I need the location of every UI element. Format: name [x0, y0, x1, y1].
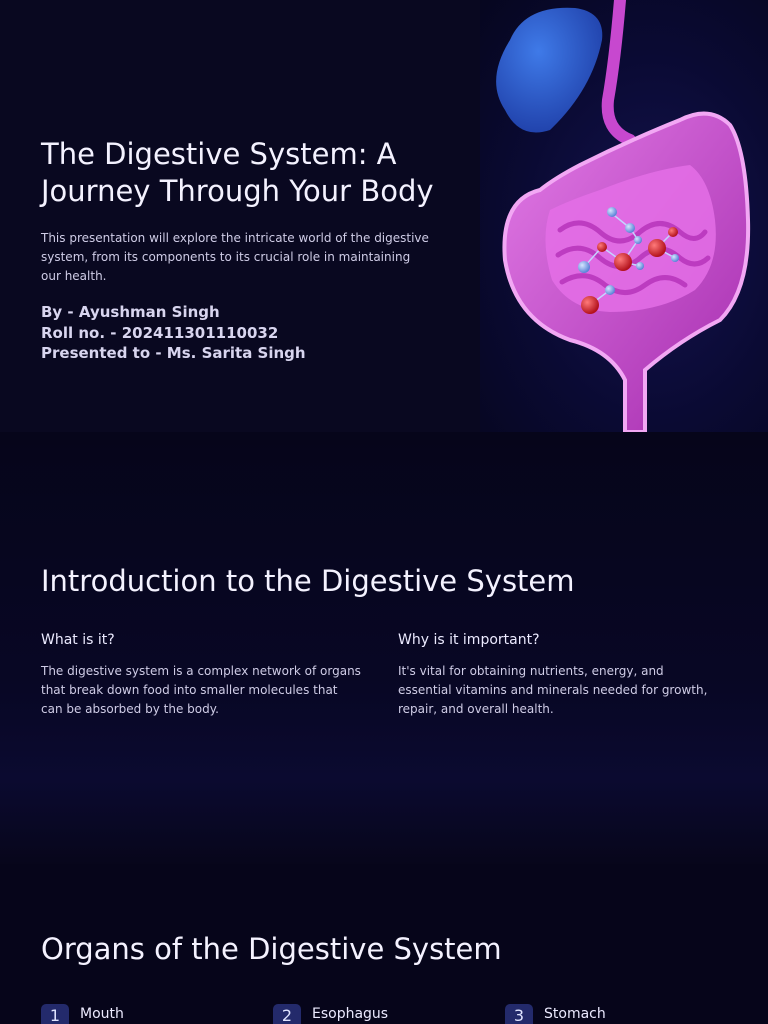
number-badge: 2: [273, 1004, 301, 1024]
organs-title: Organs of the Digestive System: [41, 932, 502, 966]
author-name: By - Ayushman Singh: [41, 303, 220, 321]
column-text: It's vital for obtaining nutrients, ener…: [398, 664, 708, 716]
organ-label: Stomach: [544, 1006, 606, 1022]
digestive-system-illustration: [480, 0, 768, 432]
title-slide: The Digestive System: A Journey Through …: [0, 0, 768, 432]
number-badge: 1: [41, 1004, 69, 1024]
organs-slide: Organs of the Digestive System 1 Mouth 2…: [0, 864, 768, 1024]
column-heading: What is it?: [41, 632, 115, 648]
organ-label: Esophagus: [312, 1006, 389, 1022]
presentation-description: This presentation will explore the intri…: [41, 231, 429, 283]
organ-label: Mouth: [80, 1006, 124, 1022]
intro-slide: Introduction to the Digestive System Wha…: [0, 432, 768, 864]
presentation-title: The Digestive System: A Journey Through …: [41, 137, 434, 208]
credits: By - Ayushman Singh Roll no. - 202411301…: [41, 302, 306, 364]
column-text: The digestive system is a complex networ…: [41, 664, 361, 716]
why-important-column: Why is it important? It's vital for obta…: [398, 632, 718, 719]
intro-title: Introduction to the Digestive System: [41, 564, 575, 598]
what-is-it-column: What is it? The digestive system is a co…: [41, 632, 361, 719]
column-heading: Why is it important?: [398, 632, 540, 648]
digestive-system-icon: [496, 0, 751, 432]
number-badge: 3: [505, 1004, 533, 1024]
organ-item-stomach: 3 Stomach: [505, 1004, 606, 1024]
organ-item-esophagus: 2 Esophagus: [273, 1004, 388, 1024]
roll-number: Roll no. - 202411301110032: [41, 323, 279, 342]
presented-to: Presented to - Ms. Sarita Singh: [41, 344, 306, 362]
organ-item-mouth: 1 Mouth: [41, 1004, 124, 1024]
